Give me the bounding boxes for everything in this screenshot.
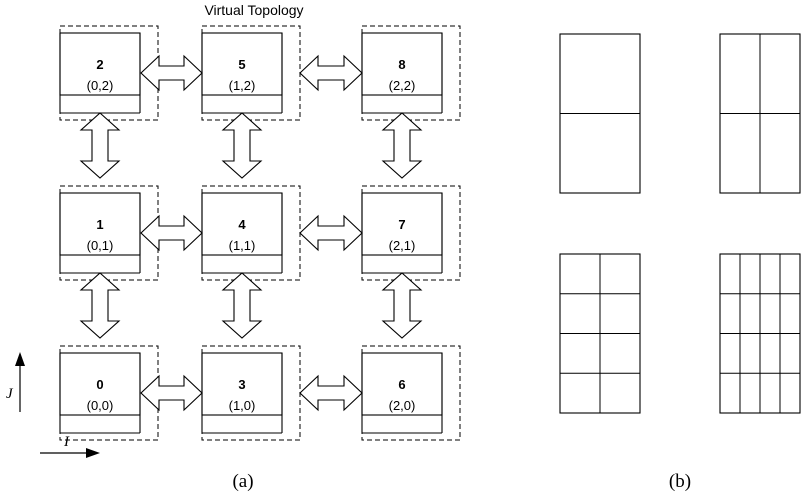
halo-region [201, 25, 301, 121]
double-arrow-icon [381, 112, 423, 179]
halo-region [361, 345, 461, 441]
double-arrow-icon [140, 54, 203, 92]
rank-label: 2 [96, 57, 103, 72]
coord-label: (0,1) [87, 238, 114, 253]
rank-label: 6 [398, 377, 405, 392]
exchange-arrows [79, 54, 423, 412]
double-arrow-icon [221, 272, 263, 339]
process-node: 3 (1,0) [201, 345, 301, 441]
coord-label: (1,1) [229, 238, 256, 253]
coord-label: (2,2) [389, 78, 416, 93]
arrow-right-icon [86, 448, 100, 458]
double-arrow-icon [79, 272, 121, 339]
coord-label: (0,2) [87, 78, 114, 93]
rank-label: 5 [238, 57, 245, 72]
decomposition-2x4 [559, 253, 641, 414]
halo-region [361, 185, 461, 281]
process-node: 7 (2,1) [361, 185, 461, 281]
double-arrow-icon [140, 374, 203, 412]
figure-title: Virtual Topology [204, 2, 303, 18]
process-node: 8 (2,2) [361, 25, 461, 121]
double-arrow-icon [299, 214, 363, 252]
coord-label: (1,2) [229, 78, 256, 93]
double-arrow-icon [299, 374, 363, 412]
process-node: 6 (2,0) [361, 345, 461, 441]
arrow-up-icon [15, 352, 25, 366]
axis-j-label: J [6, 386, 14, 402]
coord-label: (2,1) [389, 238, 416, 253]
decomposition-panel [559, 33, 801, 414]
panel-b-caption: (b) [669, 471, 691, 492]
panel-a-caption: (a) [232, 471, 253, 492]
double-arrow-icon [381, 272, 423, 339]
double-arrow-icon [79, 112, 121, 179]
rank-label: 8 [398, 57, 405, 72]
halo-region [201, 185, 301, 281]
double-arrow-icon [140, 214, 203, 252]
coord-label: (1,0) [229, 398, 256, 413]
axis-i-label: I [63, 434, 70, 450]
decomposition-4x4 [719, 253, 801, 414]
coord-label: (0,0) [87, 398, 114, 413]
decomposition-1x2 [559, 33, 641, 194]
axis-i: I [40, 434, 100, 458]
coord-label: (2,0) [389, 398, 416, 413]
process-node: 5 (1,2) [201, 25, 301, 121]
process-grid: 2 (0,2) 5 (1,2) 8 (2,2) 1 (0,1) 4 (1,1) 7 (2,1) 0 (0,… [59, 25, 461, 441]
process-node: 0 (0,0) [59, 345, 159, 441]
rank-label: 0 [96, 377, 103, 392]
rank-label: 4 [238, 217, 246, 232]
rank-label: 3 [238, 377, 245, 392]
double-arrow-icon [299, 54, 363, 92]
rank-label: 7 [398, 217, 405, 232]
halo-region [201, 345, 301, 441]
rank-label: 1 [96, 217, 103, 232]
process-node: 4 (1,1) [201, 185, 301, 281]
double-arrow-icon [221, 112, 263, 179]
axis-j: J [6, 352, 25, 412]
decomposition-2x2 [719, 33, 801, 194]
halo-region [361, 25, 461, 121]
